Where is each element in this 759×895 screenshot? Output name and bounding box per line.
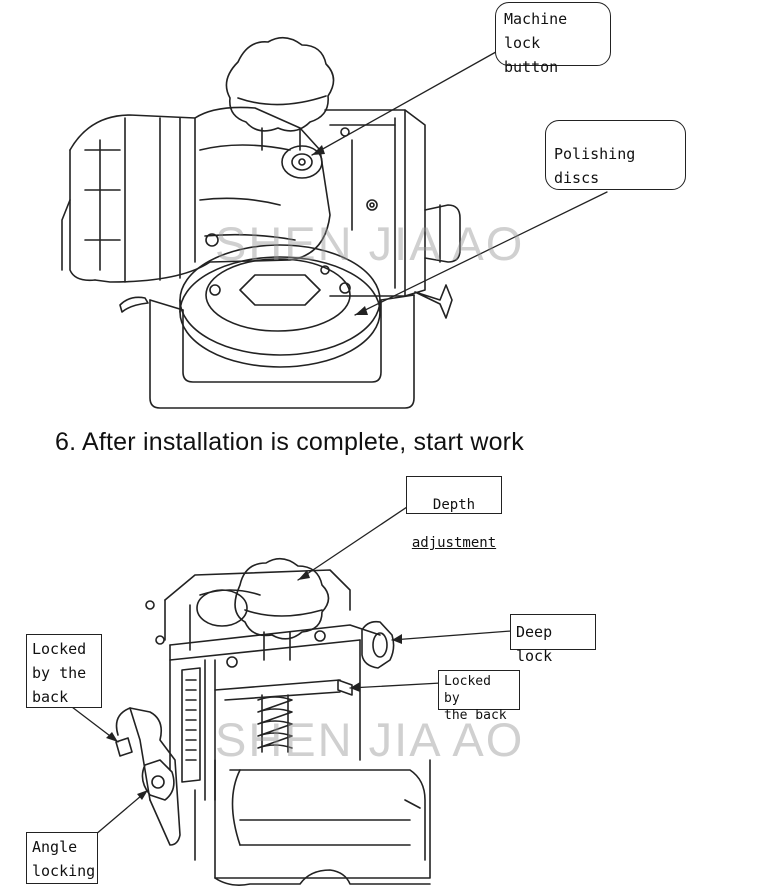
- step-heading: 6. After installation is complete, start…: [55, 428, 524, 456]
- bottom-machine-drawing: [115, 557, 431, 886]
- callout-depth-adjustment-line1: Depth: [432, 497, 476, 513]
- top-machine-drawing: [61, 36, 461, 409]
- callout-locked-by-back-right: Locked by the back: [438, 670, 520, 723]
- callout-locked-by-back-left: Locked by the back: [26, 634, 102, 708]
- top-leader-lines: [311, 47, 608, 316]
- callout-depth-adjustment: Depth adjustment: [406, 476, 502, 551]
- callout-machine-lock-button: Machine lock button: [495, 2, 611, 76]
- callout-angle-locking: Angle locking: [26, 832, 98, 884]
- arrowheads: [106, 145, 402, 800]
- callout-polishing-discs: Polishing discs: [545, 120, 686, 190]
- callout-deep-lock: Deep lock: [510, 614, 596, 665]
- bottom-leader-lines: [71, 504, 512, 836]
- callout-depth-adjustment-line2: adjustment: [411, 535, 497, 551]
